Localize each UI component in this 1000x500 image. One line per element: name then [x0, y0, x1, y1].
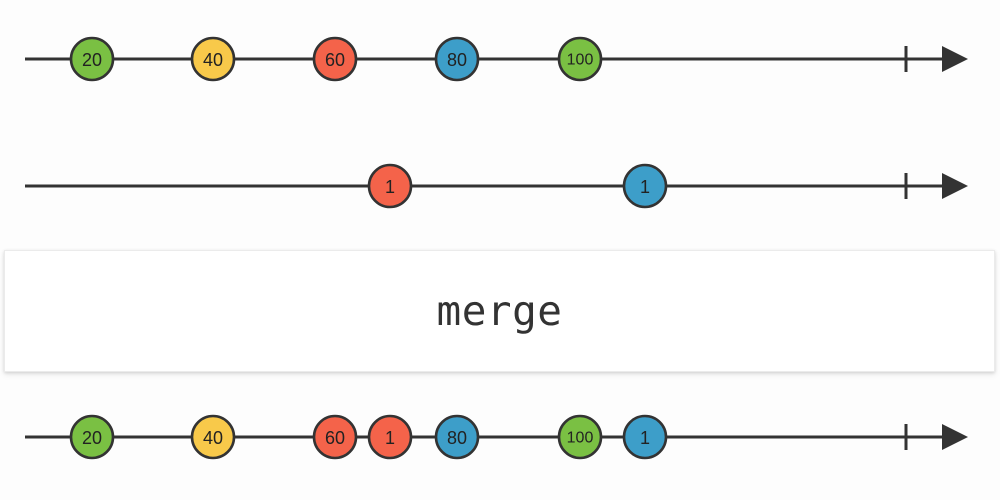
- node-label: 20: [82, 428, 102, 448]
- node-circle[interactable]: [312, 36, 358, 82]
- node-label: 60: [325, 428, 345, 448]
- node-label: 1: [385, 177, 395, 197]
- number-line-output-merged: 20 40 60 1 80 100 1: [25, 414, 968, 460]
- node-circle[interactable]: [434, 36, 480, 82]
- node-label: 40: [203, 428, 223, 448]
- node-label: 1: [640, 177, 650, 197]
- number-line-input-a: 20 40 60 80 100: [25, 36, 968, 82]
- node-circle[interactable]: [557, 414, 603, 460]
- axis-arrowhead: [942, 46, 968, 72]
- node-label: 20: [82, 50, 102, 70]
- node-label: 100: [567, 430, 594, 447]
- node-circle[interactable]: [622, 163, 668, 209]
- node-circle[interactable]: [190, 36, 236, 82]
- node-1[interactable]: 1: [367, 414, 413, 460]
- node-100[interactable]: 100: [557, 414, 603, 460]
- node-circle[interactable]: [69, 36, 115, 82]
- node-60[interactable]: 60: [312, 36, 358, 82]
- node-80[interactable]: 80: [434, 414, 480, 460]
- node-100[interactable]: 100: [557, 36, 603, 82]
- node-20[interactable]: 20: [69, 414, 115, 460]
- node-circle[interactable]: [190, 414, 236, 460]
- node-40[interactable]: 40: [190, 414, 236, 460]
- merge-label: merge: [436, 286, 563, 335]
- node-label: 100: [567, 52, 594, 69]
- node-label: 80: [447, 50, 467, 70]
- node-circle[interactable]: [434, 414, 480, 460]
- node-1[interactable]: 1: [622, 163, 668, 209]
- node-circle[interactable]: [622, 414, 668, 460]
- node-20[interactable]: 20: [69, 36, 115, 82]
- node-1[interactable]: 1: [367, 163, 413, 209]
- node-circle[interactable]: [312, 414, 358, 460]
- node-circle[interactable]: [367, 414, 413, 460]
- node-circle[interactable]: [69, 414, 115, 460]
- node-label: 80: [447, 428, 467, 448]
- node-label: 40: [203, 50, 223, 70]
- node-1[interactable]: 1: [622, 414, 668, 460]
- axis-arrowhead: [942, 424, 968, 450]
- merge-operation-panel: merge: [4, 250, 995, 372]
- node-label: 1: [385, 428, 395, 448]
- node-80[interactable]: 80: [434, 36, 480, 82]
- node-label: 60: [325, 50, 345, 70]
- node-label: 1: [640, 428, 650, 448]
- node-60[interactable]: 60: [312, 414, 358, 460]
- node-circle[interactable]: [557, 36, 603, 82]
- node-circle[interactable]: [367, 163, 413, 209]
- axis-arrowhead: [942, 173, 968, 199]
- node-40[interactable]: 40: [190, 36, 236, 82]
